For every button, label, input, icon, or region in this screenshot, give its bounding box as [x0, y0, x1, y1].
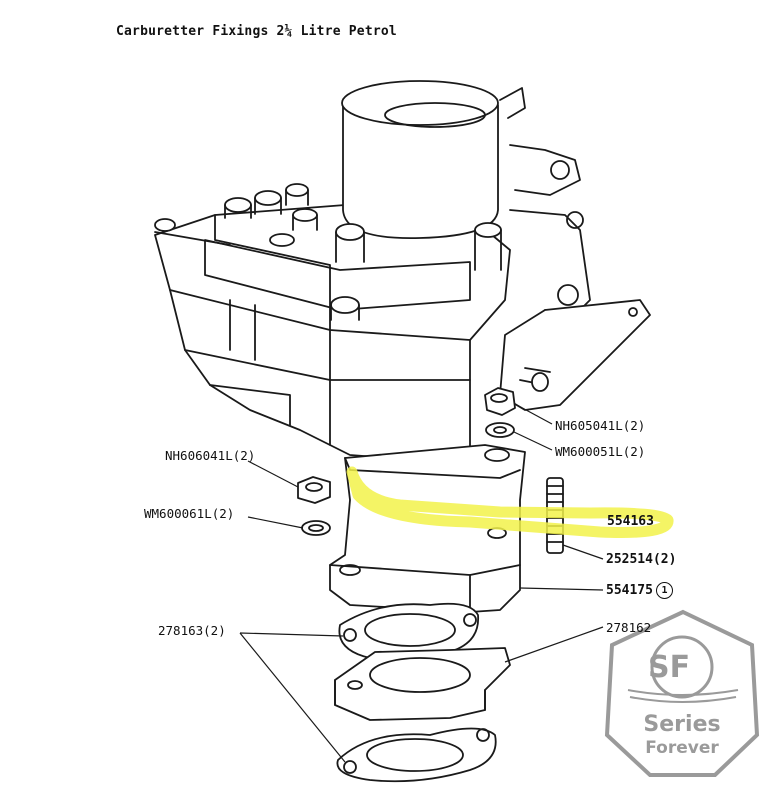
- leader-washer-left: [247, 516, 304, 529]
- leader-nut-top: [514, 403, 553, 425]
- series-forever-logo: [604, 609, 760, 777]
- label-wm600051l: WM600051L(2): [555, 444, 646, 459]
- leader-gasket-left-b: [239, 632, 346, 763]
- top-screws: [154, 183, 502, 321]
- label-wm600061l: WM600061L(2): [144, 506, 235, 521]
- label-252514: 252514(2): [606, 552, 677, 567]
- label-nh606041l: NH606041L(2): [165, 448, 256, 463]
- leader-adaptor: [519, 587, 604, 591]
- air-intake-barrel: [341, 80, 526, 239]
- logo-series: Series: [643, 712, 721, 737]
- diagram-title: Carburetter Fixings 2¼ Litre Petrol: [116, 24, 397, 39]
- gasket-upper: [338, 602, 479, 662]
- nut-washer-left: [297, 476, 331, 536]
- throttle-linkage: [499, 144, 651, 411]
- leader-nut-left: [247, 460, 299, 488]
- leader-washer-top: [513, 431, 553, 451]
- gasket-highlight: [346, 466, 674, 538]
- label-554175-text: 554175: [606, 583, 653, 598]
- label-554163: 554163: [607, 514, 654, 529]
- logo-mark: SF: [648, 650, 691, 685]
- leader-stud: [562, 544, 604, 560]
- leader-gasket-right: [504, 626, 604, 663]
- label-nh605041l: NH605041L(2): [555, 418, 646, 433]
- leader-gasket-left-a: [239, 632, 344, 637]
- logo-forever: Forever: [645, 738, 719, 758]
- gasket-lower: [336, 727, 497, 783]
- label-278163: 278163(2): [158, 623, 226, 638]
- insulator-block: [334, 647, 511, 721]
- nut-washer-right: [484, 387, 516, 438]
- label-554175-circle: 1: [655, 582, 673, 599]
- label-278162: 278162: [606, 620, 652, 635]
- carburettor-body: [154, 204, 511, 463]
